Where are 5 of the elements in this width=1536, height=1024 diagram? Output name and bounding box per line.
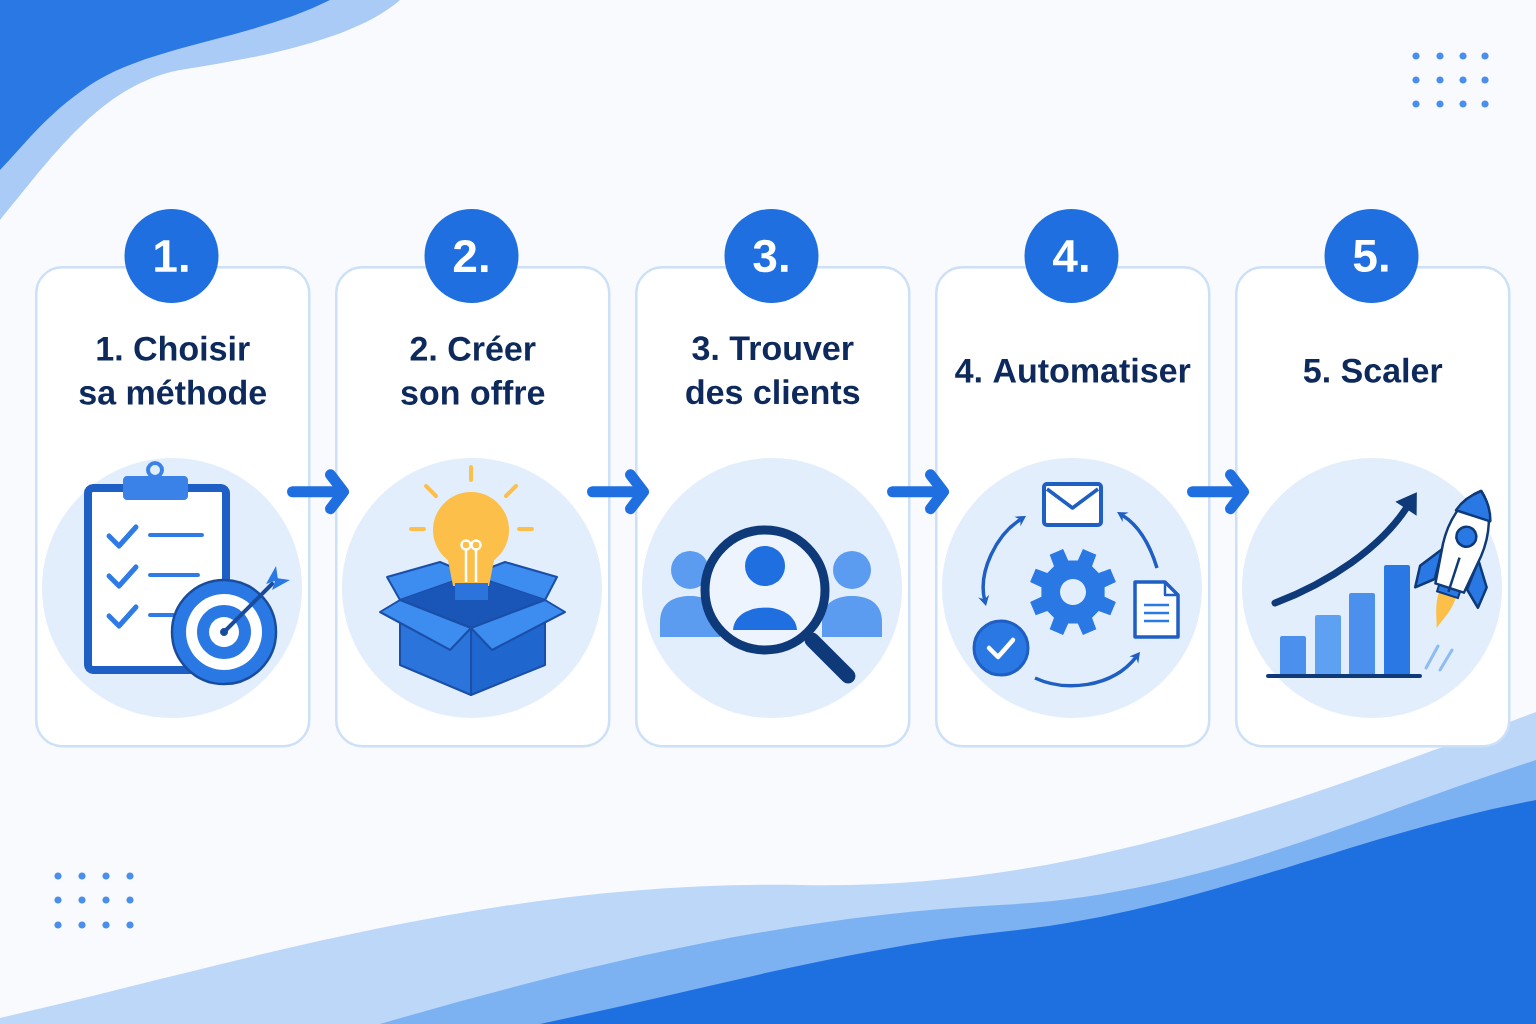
- number-badge: 5.: [1324, 209, 1419, 303]
- number-badge: 2.: [424, 209, 519, 303]
- number-badge: 4.: [1024, 209, 1119, 303]
- number-badge: 3.: [724, 209, 819, 303]
- number-badge: 1.: [124, 209, 219, 303]
